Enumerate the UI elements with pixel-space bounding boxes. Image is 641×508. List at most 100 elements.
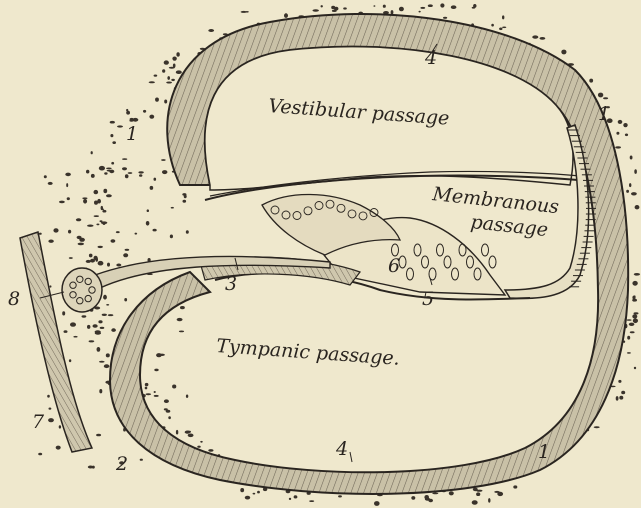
- bone-speckle: [98, 246, 103, 248]
- bone-speckle: [49, 408, 52, 410]
- bone-speckle: [428, 499, 433, 503]
- bone-speckle: [449, 491, 454, 495]
- bone-speckle: [73, 336, 77, 338]
- bone-speckle: [110, 121, 115, 124]
- bone-speckle: [59, 425, 61, 428]
- bone-speckle: [95, 258, 98, 262]
- bone-speckle: [561, 50, 566, 55]
- bone-speckle: [83, 199, 87, 204]
- bone-speckle: [162, 69, 165, 73]
- bone-speckle: [155, 98, 159, 102]
- bone-speckle: [97, 347, 101, 352]
- bone-speckle: [150, 186, 154, 190]
- bone-speckle: [95, 332, 101, 335]
- bone-speckle: [621, 391, 625, 395]
- bone-speckle: [443, 17, 447, 19]
- bone-speckle: [96, 224, 99, 226]
- bone-speckle: [634, 367, 636, 369]
- bone-speckle: [110, 134, 113, 137]
- bone-speckle: [623, 123, 627, 127]
- bone-speckle: [147, 209, 149, 212]
- label-1-right-bottom: 1: [538, 441, 550, 463]
- bone-speckle: [182, 193, 186, 196]
- label-4-bottom: 4: [335, 438, 348, 460]
- bone-speckle: [103, 295, 107, 300]
- bone-speckle: [399, 7, 404, 12]
- bone-speckle: [116, 231, 120, 233]
- bone-speckle: [111, 239, 116, 242]
- bone-speckle: [630, 156, 633, 160]
- bone-speckle: [102, 209, 104, 211]
- bone-speckle: [289, 498, 291, 500]
- bone-speckle: [111, 162, 114, 165]
- bone-speckle: [99, 166, 105, 171]
- bone-speckle: [107, 170, 113, 172]
- bone-speckle: [635, 205, 640, 209]
- label-3: 3: [225, 273, 237, 295]
- bone-speckle: [627, 352, 631, 354]
- bone-speckle: [183, 200, 187, 203]
- bone-speckle: [106, 353, 110, 357]
- bone-speckle: [140, 459, 143, 461]
- bone-speckle: [123, 253, 128, 257]
- bone-speckle: [125, 174, 129, 178]
- bone-speckle: [149, 115, 154, 119]
- bone-speckle: [91, 151, 93, 154]
- bone-speckle: [98, 320, 102, 323]
- bone-speckle: [108, 314, 113, 316]
- bone-speckle: [166, 82, 172, 84]
- bone-speckle: [321, 5, 323, 7]
- bone-speckle: [540, 37, 546, 40]
- label-1-left: 1: [126, 123, 138, 145]
- bone-speckle: [245, 11, 249, 13]
- bone-speckle: [91, 174, 95, 178]
- bone-speckle: [179, 331, 184, 333]
- cochlear-nerve: [20, 232, 92, 452]
- bone-speckle: [309, 500, 314, 502]
- bone-speckle: [476, 492, 480, 496]
- bone-speckle: [56, 446, 61, 450]
- bone-speckle: [294, 495, 297, 497]
- label-1-right-top: 1: [598, 103, 610, 125]
- bone-speckle: [153, 229, 157, 232]
- bone-speckle: [631, 192, 637, 195]
- bone-speckle: [634, 273, 640, 276]
- bone-speckle: [154, 178, 157, 181]
- bone-speckle: [513, 485, 517, 488]
- bone-speckle: [122, 167, 127, 170]
- bone-speckle: [104, 172, 107, 174]
- bone-speckle: [59, 201, 65, 204]
- spiral-ganglion: [62, 268, 102, 312]
- bone-speckle: [440, 3, 444, 7]
- bone-speckle: [166, 410, 171, 413]
- bone-speckle: [82, 315, 87, 317]
- bone-speckle: [107, 263, 110, 267]
- bone-speckle: [98, 261, 104, 266]
- bone-speckle: [102, 210, 106, 213]
- bone-speckle: [116, 264, 121, 267]
- bone-speckle: [86, 170, 89, 174]
- bone-speckle: [62, 311, 65, 315]
- bone-speckle: [82, 197, 87, 199]
- bone-speckle: [100, 327, 105, 329]
- bone-speckle: [176, 70, 182, 74]
- bone-speckle: [589, 79, 593, 83]
- bone-speckle: [419, 11, 421, 13]
- bone-speckle: [94, 215, 99, 217]
- bone-speckle: [177, 318, 183, 321]
- bone-speckle: [106, 168, 112, 170]
- bone-speckle: [411, 496, 415, 500]
- bone-speckle: [99, 361, 105, 363]
- bone-speckle: [104, 364, 110, 368]
- bone-speckle: [146, 221, 150, 226]
- bone-speckle: [420, 7, 425, 9]
- bone-speckle: [89, 340, 95, 342]
- bone-speckle: [618, 120, 623, 124]
- bone-speckle: [173, 64, 176, 68]
- bone-speckle: [167, 76, 170, 80]
- bone-speckle: [616, 132, 619, 135]
- bone-speckle: [245, 496, 250, 500]
- bone-speckle: [627, 319, 632, 321]
- bone-speckle: [89, 254, 93, 258]
